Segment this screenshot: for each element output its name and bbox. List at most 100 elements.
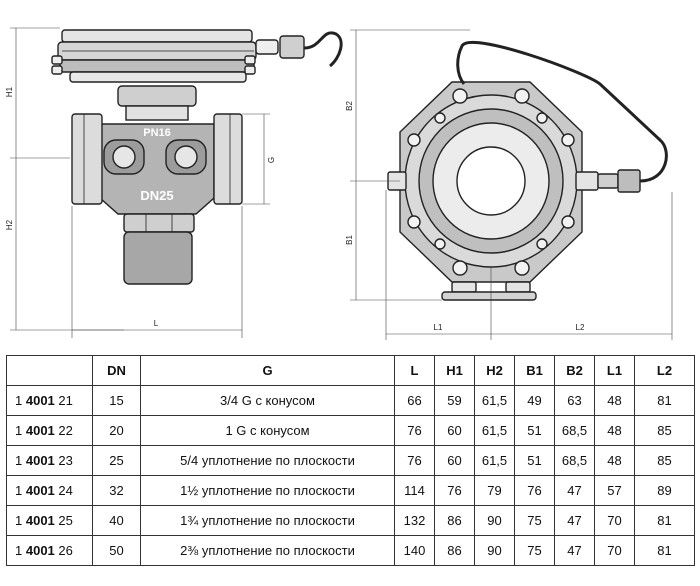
cell-b1: 75: [514, 505, 555, 536]
cell-l: 132: [394, 505, 435, 536]
cell-h1: 86: [434, 505, 475, 536]
article-number-cell: 1 4001 26: [6, 535, 93, 566]
dim-h1-label: H1: [5, 86, 14, 97]
valve-top-view: [387, 40, 668, 301]
cell-l: 76: [394, 415, 435, 446]
cell-h1: 60: [434, 445, 475, 476]
article-suffix: 23: [58, 453, 73, 468]
article-suffix: 24: [58, 483, 73, 498]
dn-embossing: DN25: [140, 188, 173, 203]
article-series: 4001: [25, 423, 55, 438]
cell-h2: 90: [474, 505, 515, 536]
cell-l1: 70: [594, 505, 635, 536]
article-series: 4001: [25, 513, 55, 528]
cell-h1: 76: [434, 475, 475, 506]
cell-b2: 63: [554, 385, 595, 416]
article-suffix: 26: [58, 543, 73, 558]
cell-b1: 76: [514, 475, 555, 506]
article-suffix: 21: [58, 393, 73, 408]
cell-dn: 15: [92, 385, 141, 416]
dim-g-label: G: [267, 157, 276, 163]
cell-l: 140: [394, 535, 435, 566]
cell-l2: 89: [634, 475, 695, 506]
header-h1: H1: [434, 355, 475, 386]
cell-h2: 61,5: [474, 445, 515, 476]
cell-b1: 51: [514, 445, 555, 476]
dim-b1-label: B1: [345, 235, 354, 245]
dim-h2-label: H2: [5, 219, 14, 230]
cell-dn: 20: [92, 415, 141, 446]
pn-embossing: PN16: [143, 127, 171, 139]
cell-h2: 79: [474, 475, 515, 506]
cell-l: 66: [394, 385, 435, 416]
header-l1: L1: [594, 355, 635, 386]
cell-l2: 81: [634, 535, 695, 566]
dim-l1-label: L1: [434, 323, 443, 332]
cell-g: 2⅜ уплотнение по плоскости: [140, 535, 395, 566]
article-series: 4001: [25, 393, 55, 408]
cell-l2: 85: [634, 415, 695, 446]
cell-h1: 59: [434, 385, 475, 416]
article-series: 4001: [25, 483, 55, 498]
cell-dn: 50: [92, 535, 141, 566]
article-prefix: 1: [15, 513, 23, 528]
cell-g: 1¾ уплотнение по плоскости: [140, 505, 395, 536]
cell-h1: 60: [434, 415, 475, 446]
article-number-cell: 1 4001 22: [6, 415, 93, 446]
header-l2: L2: [634, 355, 695, 386]
header-dn: DN: [92, 355, 141, 386]
header-b1: B1: [514, 355, 555, 386]
header-h2: H2: [474, 355, 515, 386]
dim-l-label: L: [154, 319, 159, 328]
header-article: [6, 355, 93, 386]
cell-g: 5/4 уплотнение по плоскости: [140, 445, 395, 476]
top-dimension-lines: [350, 29, 673, 340]
article-number-cell: 1 4001 21: [6, 385, 93, 416]
article-prefix: 1: [15, 453, 23, 468]
article-prefix: 1: [15, 543, 23, 558]
cell-b1: 75: [514, 535, 555, 566]
header-g: G: [140, 355, 395, 386]
cell-l1: 48: [594, 385, 635, 416]
cell-l1: 48: [594, 415, 635, 446]
cell-h2: 61,5: [474, 415, 515, 446]
cell-h2: 90: [474, 535, 515, 566]
cell-b2: 68,5: [554, 445, 595, 476]
article-series: 4001: [25, 543, 55, 558]
cell-b2: 68,5: [554, 415, 595, 446]
cell-l1: 70: [594, 535, 635, 566]
cell-h2: 61,5: [474, 385, 515, 416]
dim-l2-label: L2: [576, 323, 585, 332]
article-suffix: 25: [58, 513, 73, 528]
cell-g: 1½ уплотнение по плоскости: [140, 475, 395, 506]
cell-l: 76: [394, 445, 435, 476]
cell-l1: 48: [594, 445, 635, 476]
technical-drawing: PN16 DN25 H1 H2 G L: [5, 27, 673, 340]
cell-l2: 81: [634, 385, 695, 416]
cell-dn: 40: [92, 505, 141, 536]
cell-l: 114: [394, 475, 435, 506]
cell-g: 3/4 G с конусом: [140, 385, 395, 416]
header-b2: B2: [554, 355, 595, 386]
cell-b1: 49: [514, 385, 555, 416]
cell-dn: 32: [92, 475, 141, 506]
article-prefix: 1: [15, 423, 23, 438]
cell-b2: 47: [554, 535, 595, 566]
article-number-cell: 1 4001 24: [6, 475, 93, 506]
dim-b2-label: B2: [345, 101, 354, 111]
valve-side-view: [51, 29, 343, 285]
article-number-cell: 1 4001 25: [6, 505, 93, 536]
article-suffix: 22: [58, 423, 73, 438]
header-l: L: [394, 355, 435, 386]
article-series: 4001: [25, 453, 55, 468]
article-number-cell: 1 4001 23: [6, 445, 93, 476]
cell-b2: 47: [554, 505, 595, 536]
cell-h1: 86: [434, 535, 475, 566]
cell-b1: 51: [514, 415, 555, 446]
